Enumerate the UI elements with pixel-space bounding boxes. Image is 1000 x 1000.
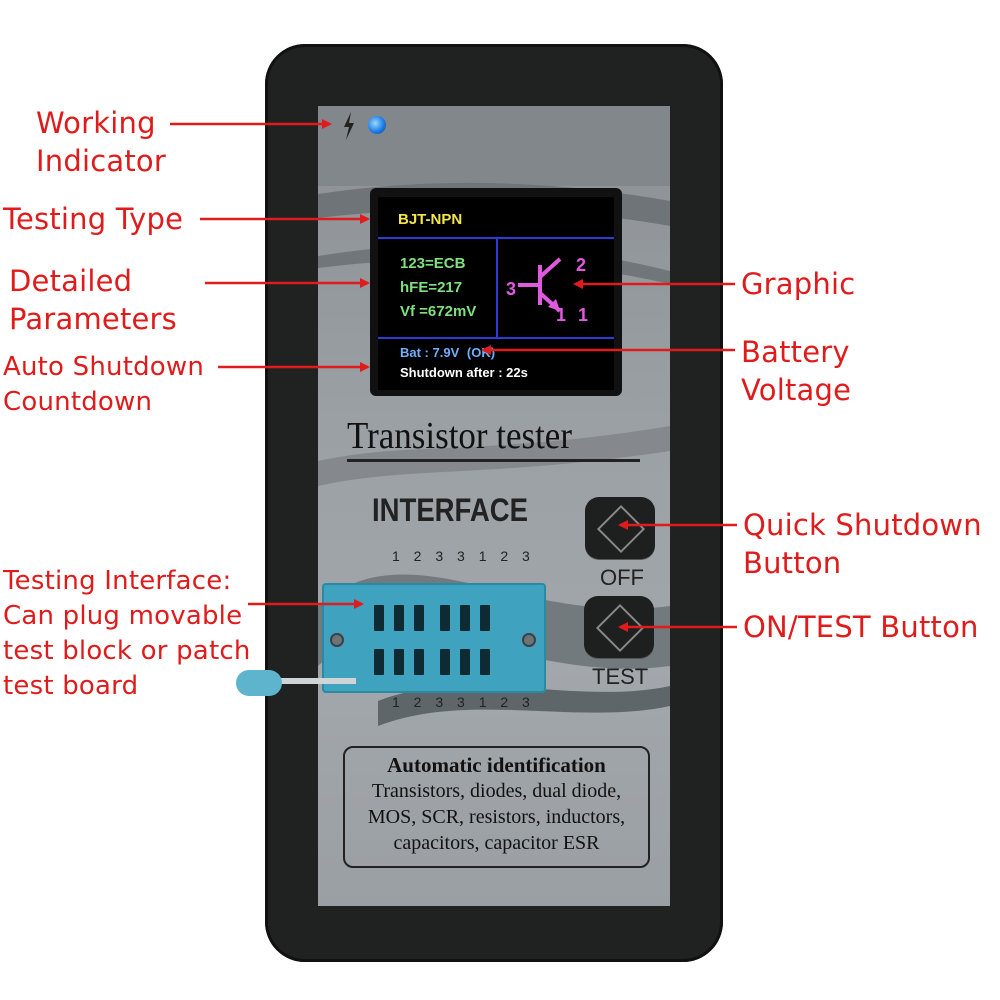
auto-line-2: MOS, SCR, resistors, inductors, [367,806,626,828]
screen-hfe: hFE=217 [400,279,463,296]
socket-slot [414,649,424,675]
screen-divider-vertical [496,237,498,337]
callout-quick-shutdown: Quick Shutdown Button [743,508,982,580]
socket-lever-knob[interactable] [236,670,282,696]
screen-pinout: 123=ECB [400,255,466,272]
screen-vf: Vf =672mV [400,303,477,320]
pin-numbers-top: 1 2 3 3 1 2 3 [392,548,535,564]
socket-slot [374,605,384,631]
working-indicator-led [368,116,386,134]
lcd-screen: BJT-NPN 123=ECB hFE=217 Vf =672mV 3 2 1 … [378,197,614,390]
symbol-pin-emitter-a: 1 [556,305,567,325]
callout-auto-shutdown: Auto Shutdown Countdown [3,352,205,417]
socket-slot [440,605,450,631]
socket-slot [460,649,470,675]
symbol-pin-collector: 2 [576,255,587,275]
symbol-pin-base: 3 [506,279,517,299]
callout-graphic: Graphic [741,267,856,301]
auto-title: Automatic identification [387,753,606,777]
pin-numbers-bottom: 1 2 3 3 1 2 3 [392,694,535,710]
socket-lever-rod[interactable] [276,678,356,684]
auto-line-1: Transistors, diodes, dual diode, [371,780,622,802]
socket-slot [460,605,470,631]
symbol-pin-emitter-b: 1 [578,305,589,325]
socket-slot [394,605,404,631]
socket-slot [480,605,490,631]
socket-slot [414,605,424,631]
auto-identification-panel: Automatic identification Transistors, di… [343,746,650,868]
interface-title: INTERFACE [372,492,528,528]
auto-line-3: capacitors, capacitor ESR [393,832,600,854]
socket-slot [374,649,384,675]
screw-icon [330,633,344,647]
test-label: TEST [592,664,649,689]
callout-testing-type: Testing Type [3,202,184,236]
screw-icon [522,633,536,647]
brand-underline [347,459,640,462]
lightning-icon [342,112,356,145]
callout-on-test: ON/TEST Button [743,610,979,644]
callout-battery-voltage: Battery Voltage [741,335,852,407]
screen-shutdown: Shutdown after : 22s [400,365,528,380]
off-label: OFF [600,565,644,590]
callout-working-indicator: Working Indicator [36,106,166,178]
socket-slot [480,649,490,675]
callout-detailed-parameters: Detailed Parameters [9,264,177,336]
screen-divider-bottom [378,337,614,339]
screen-testing-type: BJT-NPN [398,211,463,228]
callout-testing-interface: Testing Interface: Can plug movable test… [3,566,251,701]
brand-title: Transistor tester [347,415,572,457]
socket-slot [440,649,450,675]
transistor-symbol-icon [518,251,578,326]
screen-battery: Bat : 7.9V (OK) [400,345,496,360]
socket-slot [394,649,404,675]
